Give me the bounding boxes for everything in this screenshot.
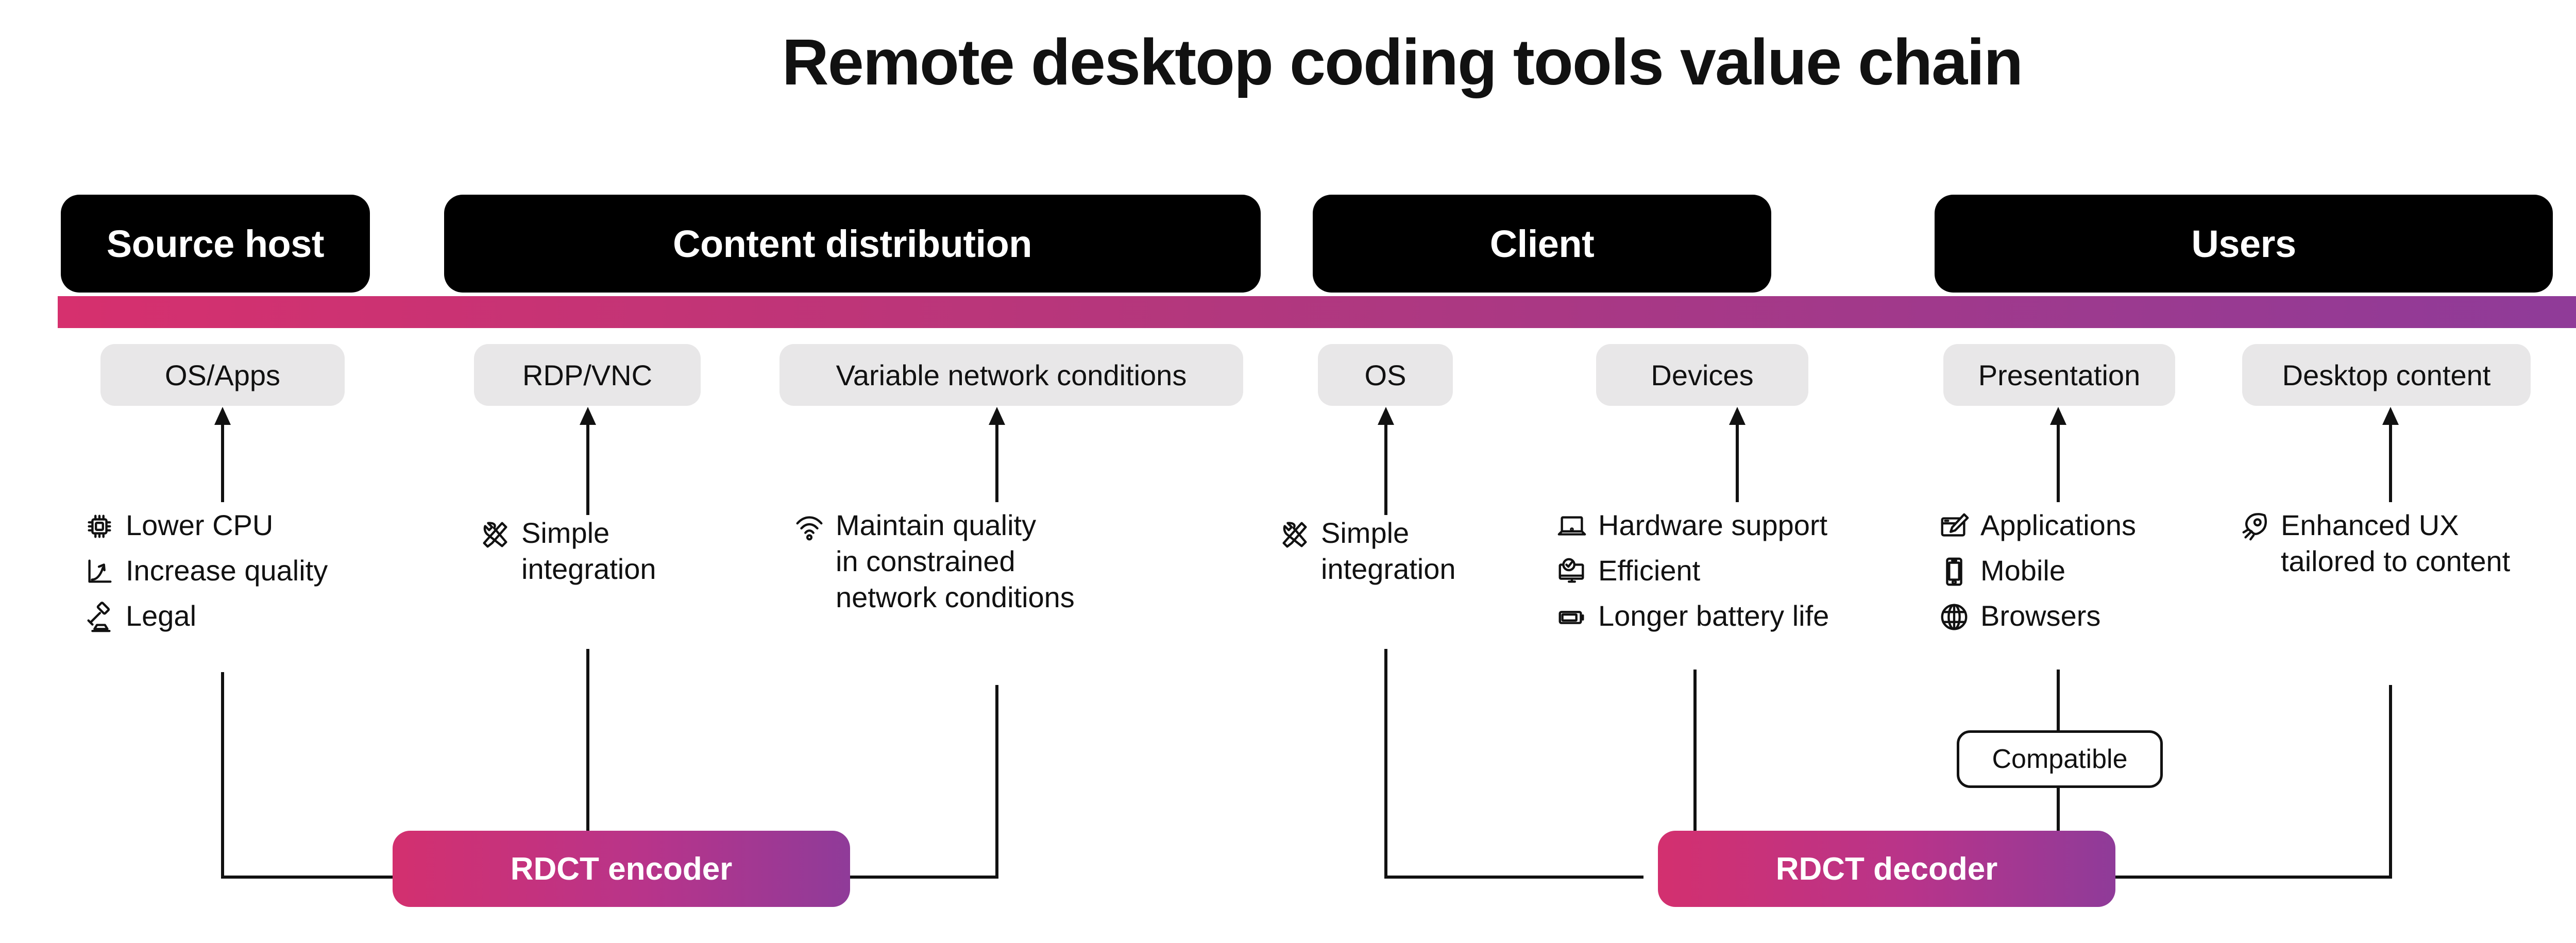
arrow-up-rdp-vnc bbox=[580, 407, 596, 515]
tools-icon bbox=[479, 518, 511, 550]
benefit-item: Browsers bbox=[1938, 598, 2136, 634]
sub-box-label: OS/Apps bbox=[164, 358, 281, 391]
window-pencil-icon bbox=[1938, 510, 1970, 542]
sub-box-label: Desktop content bbox=[2282, 358, 2491, 391]
benefit-item: Efficient bbox=[1556, 553, 1829, 589]
laptop-icon bbox=[1556, 510, 1588, 542]
arrow-up-os-apps bbox=[214, 407, 231, 502]
arrow-up-variable-network bbox=[989, 407, 1005, 502]
globe-icon bbox=[1938, 601, 1970, 633]
line-network-to-encoder bbox=[835, 685, 998, 879]
sub-box-os-apps[interactable]: OS/Apps bbox=[100, 344, 345, 406]
sub-box-label: Variable network conditions bbox=[836, 358, 1187, 391]
arrow-up-desktop-content bbox=[2382, 407, 2399, 502]
stage-header-label: Client bbox=[1489, 222, 1595, 265]
gavel-icon bbox=[83, 601, 115, 633]
battery-icon bbox=[1556, 601, 1588, 633]
page-title: Remote desktop coding tools value chain bbox=[782, 26, 2023, 98]
sub-box-label: OS bbox=[1364, 358, 1406, 391]
benefit-item-label: Legal bbox=[126, 599, 197, 632]
arrow-up-presentation bbox=[2050, 407, 2066, 502]
stage-header-users[interactable]: Users bbox=[1935, 195, 2553, 293]
benefit-item-label: Longer battery life bbox=[1598, 599, 1829, 632]
rdct-encoder-label: RDCT encoder bbox=[510, 851, 733, 887]
benefit-item: Hardware support bbox=[1556, 507, 1829, 543]
sub-box-label: RDP/VNC bbox=[522, 358, 653, 391]
sub-box-rdp-vnc[interactable]: RDP/VNC bbox=[474, 344, 701, 406]
arrow-up-os bbox=[1378, 407, 1394, 515]
stage-header-source-host[interactable]: Source host bbox=[61, 195, 370, 293]
line-os-apps-to-encoder bbox=[221, 672, 407, 879]
benefit-item: Longer battery life bbox=[1556, 598, 1829, 634]
stage-header-label: Content distribution bbox=[673, 222, 1032, 265]
cpu-chip-icon bbox=[83, 510, 115, 542]
line-os-to-decoder bbox=[1384, 649, 1643, 879]
sub-box-label: Devices bbox=[1651, 358, 1754, 391]
compatible-box[interactable]: Compatible bbox=[1957, 730, 2163, 788]
stage-header-content-distribution[interactable]: Content distribution bbox=[444, 195, 1261, 293]
sub-box-os[interactable]: OS bbox=[1318, 344, 1453, 406]
sub-box-desktop-content[interactable]: Desktop content bbox=[2242, 344, 2531, 406]
stage-header-label: Users bbox=[2191, 222, 2296, 265]
benefit-item: Lower CPU bbox=[83, 507, 328, 543]
benefit-item-label: Efficient bbox=[1598, 554, 1701, 587]
phone-icon bbox=[1938, 556, 1970, 588]
chart-rising-icon bbox=[83, 556, 115, 588]
benefit-item-label: Hardware support bbox=[1598, 509, 1828, 541]
monitor-check-icon bbox=[1556, 556, 1588, 588]
benefit-item: Legal bbox=[83, 598, 328, 634]
compatible-label: Compatible bbox=[1992, 744, 2128, 774]
sub-box-presentation[interactable]: Presentation bbox=[1943, 344, 2175, 406]
benefit-item-label: Increase quality bbox=[126, 554, 328, 587]
benefit-item-label: Lower CPU bbox=[126, 509, 274, 541]
rdct-decoder-label: RDCT decoder bbox=[1775, 851, 1998, 887]
sub-box-label: Presentation bbox=[1978, 358, 2141, 391]
benefit-item: Increase quality bbox=[83, 553, 328, 589]
stage-header-label: Source host bbox=[106, 222, 325, 265]
tools-icon bbox=[1279, 518, 1311, 550]
rdct-decoder-box[interactable]: RDCT decoder bbox=[1658, 831, 2115, 907]
rocket-icon bbox=[2239, 510, 2270, 542]
rdct-encoder-box[interactable]: RDCT encoder bbox=[393, 831, 850, 907]
wifi-icon bbox=[793, 510, 825, 542]
benefit-item: Mobile bbox=[1938, 553, 2136, 589]
sub-box-variable-network[interactable]: Variable network conditions bbox=[779, 344, 1243, 406]
arrow-up-devices bbox=[1729, 407, 1745, 502]
benefit-item: Applications bbox=[1938, 507, 2136, 543]
benefit-item-label: Mobile bbox=[1980, 554, 2065, 587]
sub-box-devices[interactable]: Devices bbox=[1596, 344, 1808, 406]
benefit-item-label: Applications bbox=[1980, 509, 2136, 541]
benefit-item-label: Browsers bbox=[1980, 599, 2101, 632]
stage-header-client[interactable]: Client bbox=[1313, 195, 1771, 293]
